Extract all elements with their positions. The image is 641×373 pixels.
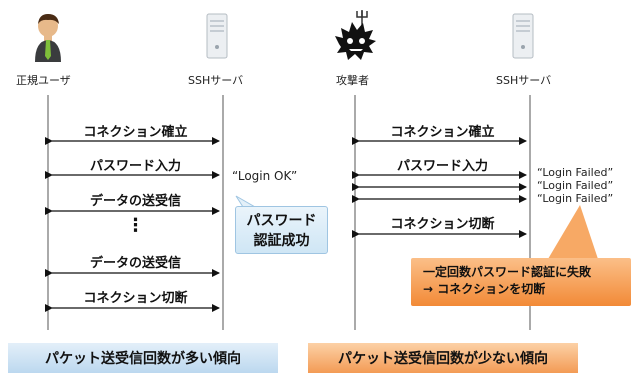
message-right-disconnect: コネクション切断 [390, 217, 495, 232]
message-left-data-2: データの送受信 [89, 256, 181, 271]
server-icon-right [512, 13, 534, 59]
message-left-password: パスワード入力 [89, 159, 181, 174]
user-icon [35, 14, 61, 62]
callout-blue-line2: 認証成功 [253, 233, 310, 249]
callout-blue-line1: パスワード [246, 213, 317, 229]
user-label: 正規ユーザ [16, 74, 71, 87]
auth-success-callout: パスワード 認証成功 [235, 206, 328, 254]
message-left-data-1: データの送受信 [89, 194, 181, 209]
auth-fail-callout: 一定回数パスワード認証に失敗 → コネクションを切断 [411, 258, 631, 306]
banner-left: パケット送受信回数が多い傾向 [8, 343, 278, 373]
callout-orange-pointer [548, 205, 598, 259]
message-left-disconnect: コネクション切断 [83, 291, 188, 306]
server-label-left: SSHサーバ [188, 74, 244, 87]
message-left-connect: コネクション確立 [83, 125, 188, 140]
message-right-connect: コネクション確立 [390, 125, 495, 140]
message-right-password: パスワード入力 [396, 159, 488, 174]
server-label-right: SSHサーバ [496, 74, 552, 87]
callout-orange-line2: → コネクションを切断 [423, 282, 546, 296]
login-failed-3: “Login Failed” [537, 192, 614, 205]
server-icon-left [206, 13, 228, 59]
banner-right: パケット送受信回数が少ない傾向 [308, 343, 578, 373]
login-ok-text: “Login OK” [232, 169, 298, 183]
attacker-label: 攻撃者 [336, 74, 369, 87]
attacker-icon [335, 10, 376, 60]
callout-orange-line1: 一定回数パスワード認証に失敗 [423, 265, 592, 279]
login-failed-2: “Login Failed” [537, 179, 614, 192]
ellipsis: ⋮ [126, 215, 145, 236]
login-failed-1: “Login Failed” [537, 166, 614, 179]
